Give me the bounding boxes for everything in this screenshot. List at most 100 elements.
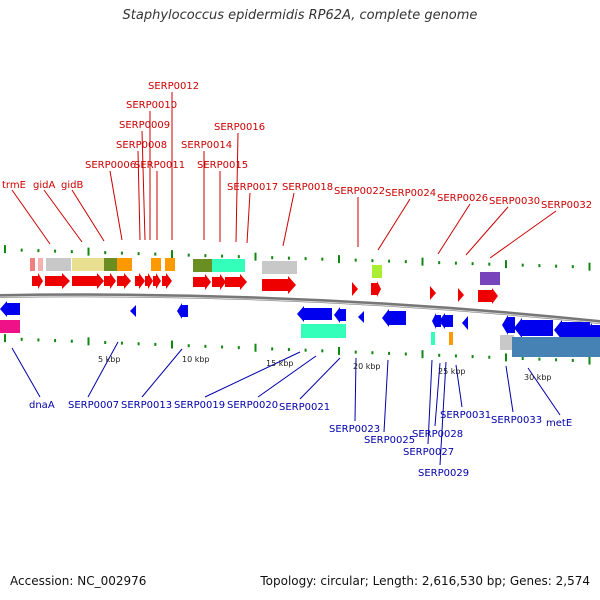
- gene-arrow: [212, 274, 226, 290]
- label-SERP0031: SERP0031: [440, 410, 491, 421]
- tick-mark: [120, 341, 123, 345]
- gene-arrow: [153, 273, 161, 289]
- tick-mark: [321, 257, 324, 261]
- tick-mark: [221, 345, 224, 349]
- backbone: [0, 293, 600, 324]
- tick-mark: [438, 261, 441, 265]
- leader-line: [43, 189, 83, 243]
- gene-arrow: [117, 273, 131, 289]
- leader-line: [141, 348, 183, 398]
- tick-mark: [70, 339, 73, 343]
- scale-label: 5 kbp: [98, 355, 120, 364]
- tick-mark: [271, 256, 274, 260]
- gene-arrow: [45, 273, 70, 289]
- leader-line: [383, 359, 389, 433]
- scale-label: 20 kbp: [353, 362, 381, 371]
- leader-line: [11, 189, 51, 245]
- label-SERP0013: SERP0013: [121, 400, 172, 411]
- tick-mark: [221, 254, 224, 258]
- tick-mark: [104, 340, 107, 344]
- tick-mark: [204, 254, 207, 258]
- gene-arrow: [225, 274, 247, 290]
- tick-mark: [454, 261, 457, 265]
- accession-text: Accession: NC_002976: [10, 574, 147, 588]
- label-SERP0026: SERP0026: [437, 193, 488, 204]
- label-SERP0016: SERP0016: [214, 122, 265, 133]
- leader-line: [354, 357, 357, 422]
- label-trmE: trmE: [2, 180, 26, 191]
- tick-mark: [505, 260, 507, 269]
- leader-line: [137, 150, 141, 241]
- label-SERP0024: SERP0024: [385, 188, 436, 199]
- tick-mark: [555, 264, 558, 268]
- tick-mark: [371, 259, 374, 263]
- tick-mark: [20, 337, 23, 341]
- scale-labels: 5 kbp 10 kbp 15 kbp 20 kbp 25 kbp 30 kbp: [98, 355, 552, 382]
- tick-mark: [538, 357, 541, 361]
- gene-arrow: [462, 316, 468, 330]
- tick-mark: [237, 346, 240, 350]
- tick-mark: [404, 352, 407, 356]
- tick-mark: [438, 353, 441, 357]
- label-SERP0010: SERP0010: [126, 100, 177, 111]
- tick-mark: [488, 262, 491, 266]
- label-SERP0029: SERP0029: [418, 468, 469, 479]
- gene-arrow: [162, 273, 172, 289]
- tick-mark: [87, 247, 90, 256]
- gene-arrow: [502, 315, 515, 335]
- gene-arrow: [352, 282, 358, 296]
- gene-arrow: [262, 276, 296, 294]
- tick-mark: [254, 252, 257, 261]
- gene-arrow: [371, 281, 381, 297]
- scale-label: 25 kbp: [438, 367, 466, 376]
- topology-text: Topology: circular; Length: 2,616,530 bp…: [260, 574, 590, 588]
- label-SERP0022: SERP0022: [334, 186, 385, 197]
- tick-mark: [4, 245, 6, 254]
- label-SERP0011: SERP0011: [134, 160, 185, 171]
- gene-arrow: [478, 288, 498, 304]
- tick-mark: [104, 251, 107, 255]
- leader-line: [505, 365, 514, 413]
- tick-mark: [37, 249, 40, 253]
- tick-mark: [204, 344, 207, 348]
- label-SERP0015: SERP0015: [197, 160, 248, 171]
- label-SERP0033: SERP0033: [491, 415, 542, 426]
- leader-line: [434, 362, 441, 427]
- minus-strand-genes: [0, 301, 600, 341]
- tick-mark: [137, 252, 140, 256]
- tick-mark: [171, 250, 173, 259]
- gene-arrow: [439, 313, 453, 329]
- gene-arrow: [72, 273, 104, 289]
- leader-line: [489, 210, 557, 259]
- label-SERP0025: SERP0025: [364, 435, 415, 446]
- tick-mark: [354, 258, 357, 262]
- tick-mark: [404, 260, 407, 264]
- tick-mark: [538, 264, 541, 268]
- gene-arrow: [145, 273, 153, 289]
- gene-arrow: [430, 286, 436, 300]
- leader-line: [204, 351, 301, 398]
- tick-mark: [571, 358, 574, 362]
- label-gidB: gidB: [61, 180, 83, 191]
- tick-mark: [187, 344, 190, 348]
- gene-arrow: [0, 301, 20, 317]
- tick-mark: [137, 342, 140, 346]
- tick-mark: [70, 250, 73, 254]
- label-SERP0023: SERP0023: [329, 424, 380, 435]
- scale-label: 30 kbp: [524, 373, 552, 382]
- gene-arrow: [193, 274, 211, 290]
- tick-mark: [154, 342, 157, 346]
- label-SERP0006: SERP0006: [85, 160, 136, 171]
- leader-line: [437, 203, 471, 255]
- label-SERP0009: SERP0009: [119, 120, 170, 131]
- tick-mark: [4, 334, 6, 343]
- tick-mark: [354, 350, 357, 354]
- leader-line: [439, 361, 447, 466]
- leader-line: [527, 367, 561, 416]
- gene-arrow: [177, 303, 188, 319]
- leader-line: [71, 189, 105, 242]
- tick-mark: [237, 255, 240, 259]
- label-SERP0008: SERP0008: [116, 140, 167, 151]
- tick-mark: [521, 356, 524, 360]
- tick-mark: [87, 337, 90, 346]
